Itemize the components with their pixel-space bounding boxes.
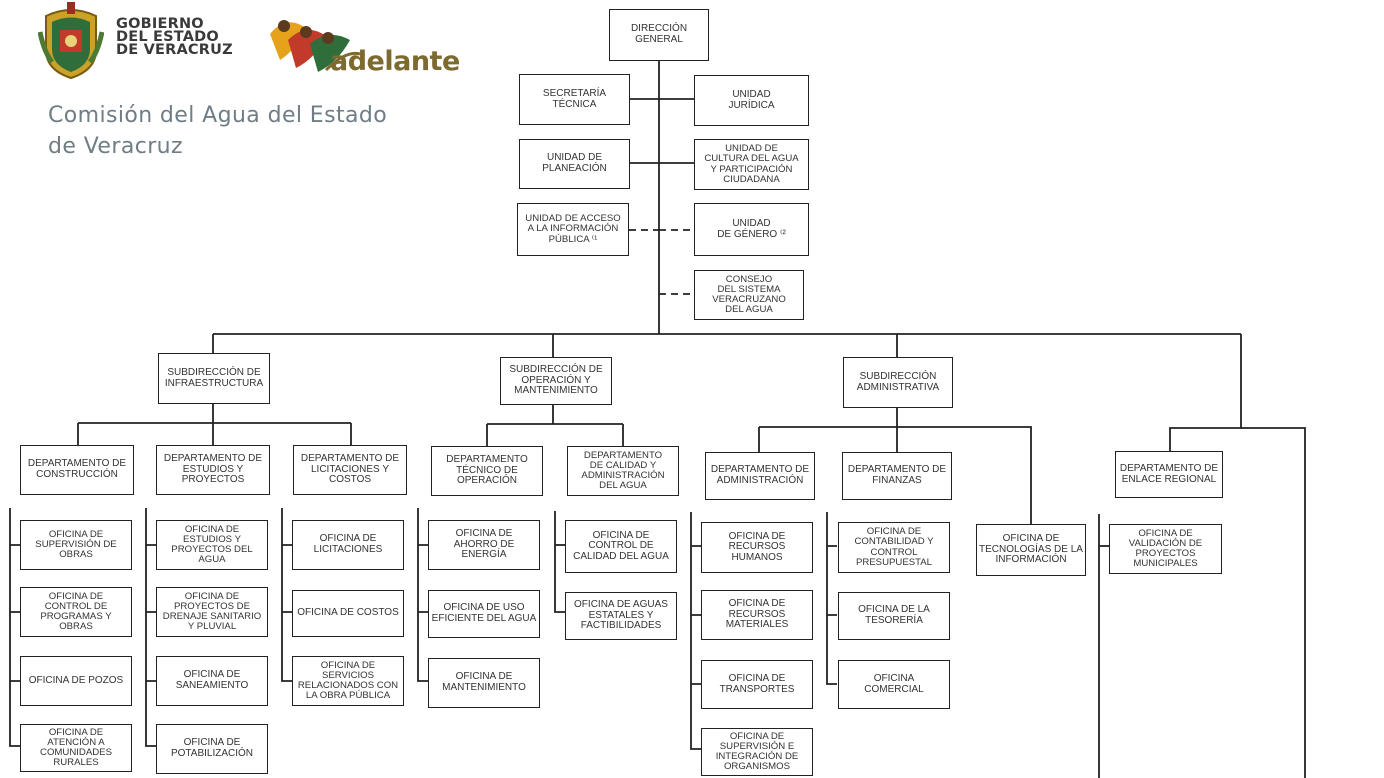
- box-depto-finanzas: DEPARTAMENTO DE FINANZAS: [842, 452, 952, 500]
- spine-construccion-ticks: [10, 544, 20, 682]
- box-of-licitaciones: OFICINA DE LICITACIONES: [292, 520, 404, 570]
- spine-tecnico: [417, 508, 428, 682]
- box-depto-calidad: DEPARTAMENTO DE CALIDAD Y ADMINISTRACIÓN…: [567, 446, 679, 496]
- box-of-validacion: OFICINA DE VALIDACIÓN DE PROYECTOS MUNIC…: [1109, 524, 1222, 574]
- box-of-comercial: OFICINA COMERCIAL: [838, 660, 950, 709]
- organization-name: Comisión del Agua del Estado de Veracruz: [48, 103, 388, 159]
- box-of-saneamiento: OFICINA DE SANEAMIENTO: [156, 656, 268, 706]
- spine-construccion: [9, 508, 20, 747]
- box-depto-administracion: DEPARTAMENTO DE ADMINISTRACIÓN: [705, 452, 815, 500]
- government-name: GOBIERNO DEL ESTADO DE VERACRUZ: [116, 16, 233, 58]
- box-of-supervision-obras: OFICINA DE SUPERVISIÓN DE OBRAS: [20, 520, 132, 570]
- box-sub-operacion: SUBDIRECCIÓN DE OPERACIÓN Y MANTENIMIENT…: [500, 357, 612, 405]
- spine-estudios: [145, 508, 156, 747]
- box-of-potabilizacion: OFICINA DE POTABILIZACIÓN: [156, 724, 268, 774]
- box-direccion-general: DIRECCIÓN GENERAL: [609, 9, 709, 61]
- connector-admin-bus: [759, 426, 1032, 524]
- box-of-atencion: OFICINA DE ATENCIÓN A COMUNIDADES RURALE…: [20, 724, 132, 772]
- spine-administracion-ticks: [691, 545, 701, 685]
- box-unidad-planeacion: UNIDAD DE PLANEACIÓN: [519, 139, 630, 189]
- box-secretaria-tecnica: SECRETARÍA TÉCNICA: [519, 74, 630, 125]
- box-of-contabilidad: OFICINA DE CONTABILIDAD Y CONTROL PRESUP…: [838, 522, 950, 573]
- spine-finanzas: [826, 512, 837, 685]
- box-of-tesoreria: OFICINA DE LA TESORERÍA: [838, 592, 950, 640]
- spine-finanzas-ticks: [827, 545, 837, 616]
- box-of-supervision-organismos: OFICINA DE SUPERVISIÓN E INTEGRACIÓN DE …: [701, 728, 813, 776]
- box-of-mantenimiento: OFICINA DE MANTENIMIENTO: [428, 658, 540, 708]
- box-sub-infraestructura: SUBDIRECCIÓN DE INFRAESTRUCTURA: [158, 353, 270, 404]
- box-consejo: CONSEJO DEL SISTEMA VERACRUZANO DEL AGUA: [694, 270, 804, 320]
- box-depto-enlace: DEPARTAMENTO DE ENLACE REGIONAL: [1115, 451, 1223, 498]
- spine-licitaciones: [281, 508, 292, 682]
- box-of-aguas-estatales: OFICINA DE AGUAS ESTATALES Y FACTIBILIDA…: [565, 592, 677, 640]
- box-unidad-juridica: UNIDAD JURÍDICA: [694, 75, 809, 126]
- box-depto-estudios: DEPARTAMENTO DE ESTUDIOS Y PROYECTOS: [156, 445, 270, 495]
- box-of-control-programas: OFICINA DE CONTROL DE PROGRAMAS Y OBRAS: [20, 587, 132, 637]
- box-unidad-cultura: UNIDAD DE CULTURA DEL AGUA Y PARTICIPACI…: [694, 139, 809, 190]
- box-of-uso-eficiente: OFICINA DE USO EFICIENTE DEL AGUA: [428, 590, 540, 638]
- box-of-estudios-agua: OFICINA DE ESTUDIOS Y PROYECTOS DEL AGUA: [156, 520, 268, 570]
- box-unidad-genero: UNIDAD DE GÉNERO ⁽²: [694, 203, 809, 256]
- slogan-text: adelante: [330, 46, 460, 77]
- box-of-tecnologias: OFICINA DE TECNOLOGÍAS DE LA INFORMACIÓN: [976, 524, 1086, 576]
- box-of-transportes: OFICINA DE TRANSPORTES: [701, 660, 813, 709]
- adelante-children-icon: [270, 20, 361, 72]
- box-of-drenaje: OFICINA DE PROYECTOS DE DRENAJE SANITARI…: [156, 587, 268, 637]
- box-of-costos: OFICINA DE COSTOS: [292, 590, 404, 637]
- box-depto-licitaciones: DEPARTAMENTO DE LICITACIONES Y COSTOS: [293, 445, 407, 495]
- connector-enlace-trunk: [1169, 334, 1242, 451]
- veracruz-coat-of-arms-icon: [38, 2, 104, 80]
- box-unidad-acceso: UNIDAD DE ACCESO A LA INFORMACIÓN PÚBLIC…: [517, 203, 629, 256]
- spine-administracion: [690, 512, 701, 750]
- connector-enlace-right: [1241, 427, 1306, 778]
- spine-licitaciones-ticks: [282, 544, 292, 613]
- spine-calidad: [554, 511, 565, 613]
- box-of-ahorro: OFICINA DE AHORRO DE ENERGÍA: [428, 520, 540, 570]
- box-sub-administrativa: SUBDIRECCIÓN ADMINISTRATIVA: [843, 357, 953, 408]
- box-of-recursos-materiales: OFICINA DE RECURSOS MATERIALES: [701, 590, 813, 640]
- box-depto-tecnico: DEPARTAMENTO TÉCNICO DE OPERACIÓN: [431, 446, 543, 496]
- box-depto-construccion: DEPARTAMENTO DE CONSTRUCCIÓN: [20, 445, 134, 495]
- box-of-control-calidad: OFICINA DE CONTROL DE CALIDAD DEL AGUA: [565, 520, 677, 573]
- box-of-recursos-humanos: OFICINA DE RECURSOS HUMANOS: [701, 522, 813, 573]
- box-of-pozos: OFICINA DE POZOS: [20, 656, 132, 706]
- box-of-servicios: OFICINA DE SERVICIOS RELACIONADOS CON LA…: [292, 656, 404, 706]
- header-logos: GOBIERNO DEL ESTADO DE VERACRUZ adelante: [38, 0, 460, 90]
- spine-tecnico-ticks: [418, 544, 428, 613]
- spine-estudios-ticks: [146, 544, 156, 682]
